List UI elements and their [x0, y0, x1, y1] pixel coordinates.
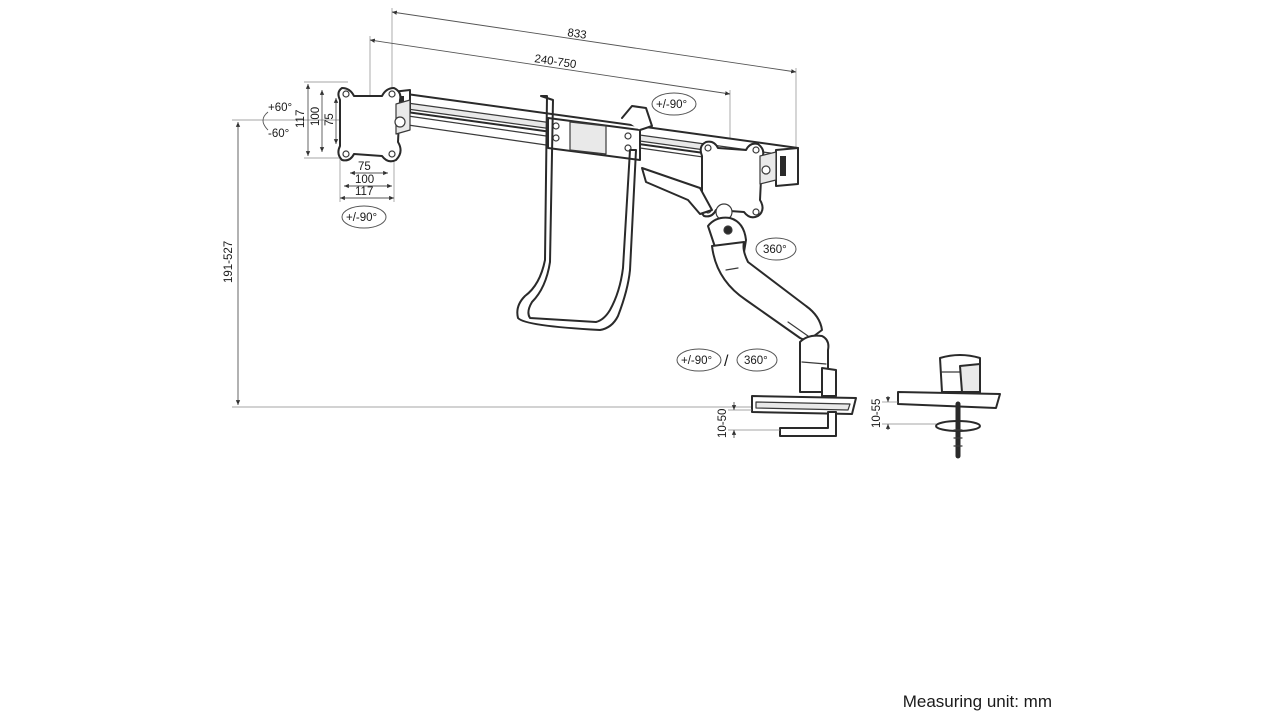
elbow-swivel-label: 360°: [763, 244, 787, 256]
height-dimension: 191-527: [223, 119, 755, 408]
measuring-unit-note: Measuring unit: mm: [902, 692, 1052, 711]
grommet-label: 10-55: [871, 399, 883, 428]
plate-rotate-label: +/-90°: [346, 212, 377, 224]
vesa-large-vertical-label: 100: [310, 107, 322, 126]
overall-width-label: 833: [567, 27, 588, 42]
gas-spring-arm: [641, 167, 837, 397]
plate-vertical-dimensions: 117 100 75: [295, 81, 348, 159]
base-swivel-label: 360°: [744, 355, 768, 367]
grommet-mount: [897, 354, 1001, 459]
plate-size-horizontal-label: 117: [355, 186, 373, 198]
desk-clamp: [751, 395, 857, 437]
cable-loop: [516, 95, 637, 331]
plate-size-vertical-label: 117: [295, 110, 307, 128]
right-vesa-plate: [699, 140, 777, 221]
height-label: 191-527: [223, 241, 235, 283]
arm-rotate-badge: +/-90°: [651, 92, 697, 116]
base-rotate-label: +/-90°: [681, 355, 712, 367]
tilt-down-label: -60°: [268, 128, 289, 140]
arm-rotate-label: +/-90°: [656, 99, 687, 111]
plate-rotate-badge: +/-90°: [341, 205, 387, 229]
tilt-up-label: +60°: [268, 102, 292, 114]
desk-clamp-label: 10-50: [717, 409, 729, 438]
base-swivel-badge: 360°: [736, 348, 778, 372]
rotation-separator: /: [724, 353, 729, 370]
vesa-small-horizontal-label: 75: [358, 161, 371, 173]
vesa-small-vertical-label: 75: [324, 113, 336, 126]
base-rotate-badge: +/-90°: [676, 348, 722, 372]
plate-horizontal-dimensions: 75 100 117: [339, 150, 395, 202]
grommet-dimension: 10-55: [871, 396, 936, 430]
left-vesa-plate: [337, 87, 411, 163]
spacing-label: 240-750: [534, 53, 578, 71]
desk-clamp-dimension: 10-50: [717, 402, 780, 438]
elbow-swivel-badge: 360°: [755, 237, 797, 261]
vesa-large-horizontal-label: 100: [355, 174, 374, 186]
tilt-indicator: +60° -60°: [262, 102, 292, 140]
